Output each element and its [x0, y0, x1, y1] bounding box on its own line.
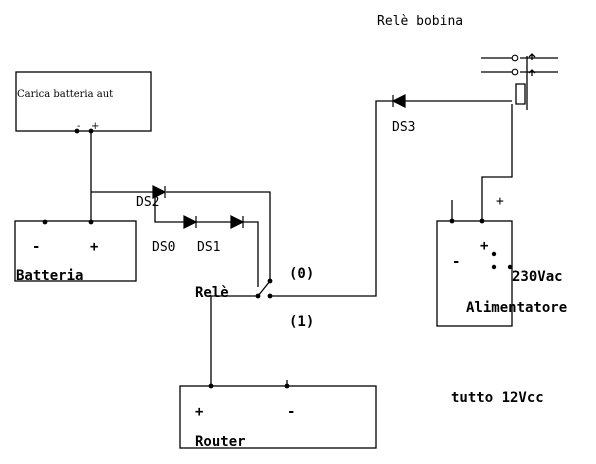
junction-dot	[267, 293, 273, 299]
battery-minus-label: -	[32, 239, 40, 255]
router-plus-label: +	[195, 404, 203, 420]
wire-ds2-switch	[166, 191, 271, 281]
voltage-note: tutto 12Vcc	[451, 390, 544, 406]
junction-dot	[88, 128, 94, 134]
supply-inner-plus-label: +	[480, 238, 488, 254]
relay-terminal	[511, 54, 519, 62]
diode-ds0-icon	[183, 215, 198, 229]
junction-dot	[284, 383, 290, 389]
ds0-label: DS0	[152, 240, 175, 255]
wire-switch-router	[210, 295, 258, 386]
junction-dot	[507, 264, 513, 270]
relay-label: Relè	[195, 285, 229, 301]
ds3-label: DS3	[392, 120, 415, 135]
junction-dot	[255, 293, 261, 299]
junction-dot	[449, 218, 455, 224]
diode-ds1-icon	[230, 215, 245, 229]
wire-coil-supply	[481, 104, 513, 221]
diode-ds2-icon	[152, 185, 167, 199]
junction-dot	[267, 278, 273, 284]
position-1-label: (1)	[289, 314, 314, 330]
diode-ds3-icon	[391, 94, 406, 108]
battery-box	[14, 220, 137, 282]
supply-minus-label: -	[452, 254, 460, 270]
position-0-label: (0)	[289, 266, 314, 282]
relay-contact-arrows	[528, 53, 536, 76]
junction-dot	[479, 218, 485, 224]
power-supply-label: Alimentatore	[466, 300, 567, 316]
junction-dot	[208, 383, 214, 389]
router-box	[179, 385, 377, 449]
battery-label: Batteria	[16, 268, 83, 284]
junction-dot	[88, 219, 94, 225]
ac-input-label: 230Vac	[512, 269, 563, 285]
junction-dot	[491, 264, 497, 270]
charger-label: Carica batteria aut	[17, 89, 113, 100]
junction-dot	[42, 219, 48, 225]
relay-coil-label: Relè bobina	[377, 14, 463, 29]
charger-box	[15, 71, 152, 132]
relay-coil	[515, 83, 526, 105]
battery-plus-label: +	[90, 239, 98, 255]
router-minus-label: -	[287, 404, 295, 420]
wire-pos0-ds3	[270, 100, 393, 297]
relay-terminal	[511, 68, 519, 76]
wire-ds0-ds1	[154, 192, 259, 287]
junction-dot	[491, 251, 497, 257]
relay-contacts	[481, 56, 558, 110]
junction-dot	[74, 128, 80, 134]
ds1-label: DS1	[197, 240, 220, 255]
ds2-label: DS2	[136, 195, 159, 210]
supply-plus-label: +	[496, 194, 504, 209]
router-label: Router	[195, 434, 246, 450]
power-supply-box	[436, 220, 513, 327]
charger-minus-label: -	[77, 121, 80, 132]
charger-plus-label: +	[91, 121, 99, 132]
wire-switch-arm	[257, 280, 271, 297]
